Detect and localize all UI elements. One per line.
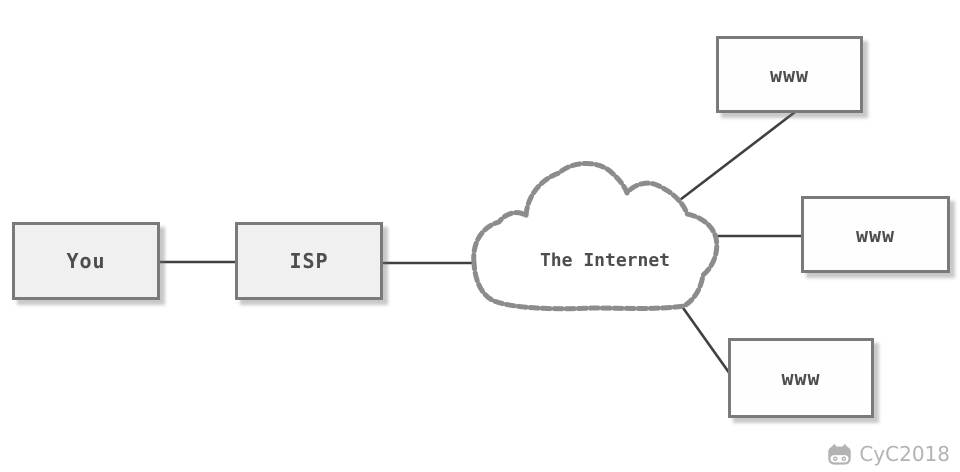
node-you: You bbox=[12, 222, 160, 300]
node-you-label: You bbox=[66, 249, 106, 273]
internet-cloud-icon bbox=[471, 161, 720, 312]
node-www-middle: www bbox=[801, 196, 950, 273]
github-cat-icon bbox=[828, 443, 852, 465]
edge-internet-www-bottom bbox=[674, 296, 732, 376]
watermark-text: CyC2018 bbox=[859, 442, 950, 466]
watermark: CyC2018 bbox=[826, 442, 950, 466]
internet-cloud-label: The Internet bbox=[539, 250, 671, 271]
node-www-bottom: www bbox=[728, 338, 874, 418]
node-www-top-label: www bbox=[769, 62, 810, 87]
node-www-middle-label: www bbox=[855, 222, 896, 247]
node-isp: ISP bbox=[235, 222, 383, 300]
edge-internet-www-top bbox=[670, 110, 797, 208]
node-www-bottom-label: www bbox=[781, 366, 821, 390]
node-www-top: www bbox=[716, 36, 863, 113]
node-isp-label: ISP bbox=[289, 249, 329, 273]
